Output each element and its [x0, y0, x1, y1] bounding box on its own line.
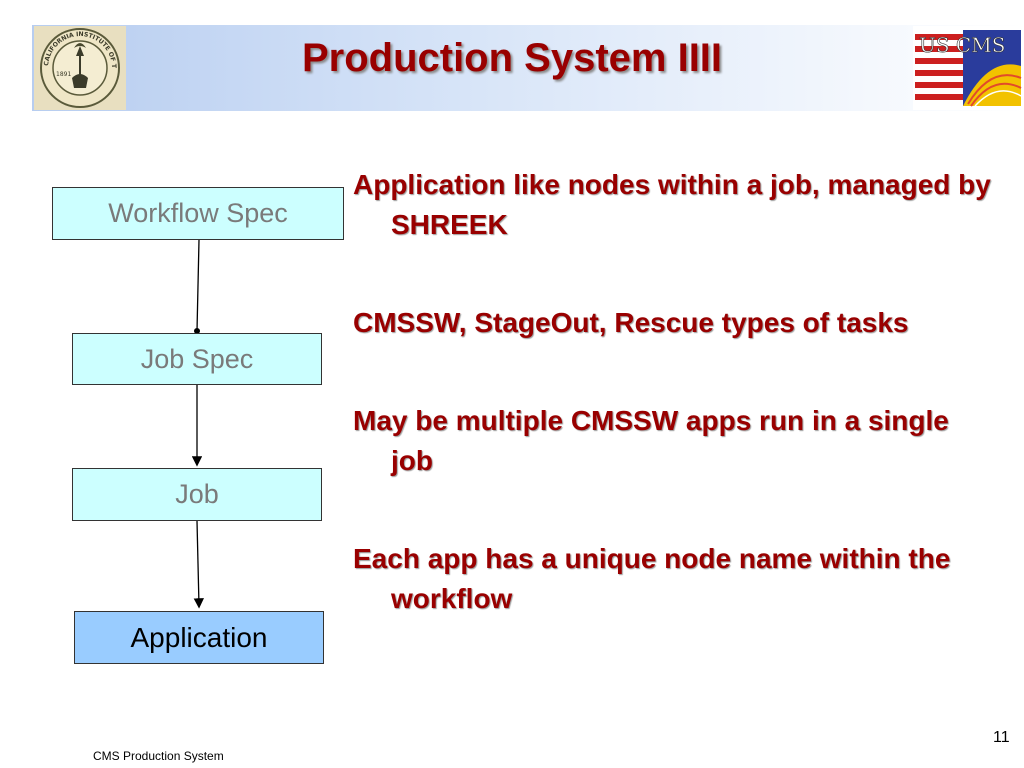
application-box: Application [74, 611, 324, 664]
job-spec-box: Job Spec [72, 333, 322, 385]
svg-text:US CMS: US CMS [919, 33, 1005, 57]
bullet-item: May be multiple CMSSW apps run in a sing… [353, 405, 949, 476]
bullet-item: CMSSW, StageOut, Rescue types of tasks [353, 307, 909, 338]
bullet-item: Application like nodes within a job, man… [353, 169, 991, 240]
bullet-item: Each app has a unique node name within t… [353, 543, 951, 614]
title-band [32, 25, 1024, 111]
workflow-spec-label: Workflow Spec [108, 198, 288, 228]
uscms-logo: US CMS [913, 26, 1024, 110]
bullet-list: Application like nodes within a job, man… [353, 165, 993, 677]
job-box: Job [72, 468, 322, 521]
application-label: Application [130, 621, 268, 653]
connector-job-to-application [193, 520, 205, 609]
connector-workflow-to-jobspec [196, 239, 200, 332]
caltech-seal-logo: 1891 CALIFORNIA INSTITUTE OF TECHNOLOGY [34, 26, 126, 110]
footer-text: CMS Production System [93, 749, 224, 763]
page-number: 11 [993, 729, 1010, 746]
svg-text:1891: 1891 [56, 71, 71, 78]
slide-title: Production System IIII [301, 36, 723, 80]
job-spec-label: Job Spec [140, 343, 254, 374]
job-label: Job [175, 479, 219, 509]
workflow-spec-box: Workflow Spec [52, 187, 344, 240]
